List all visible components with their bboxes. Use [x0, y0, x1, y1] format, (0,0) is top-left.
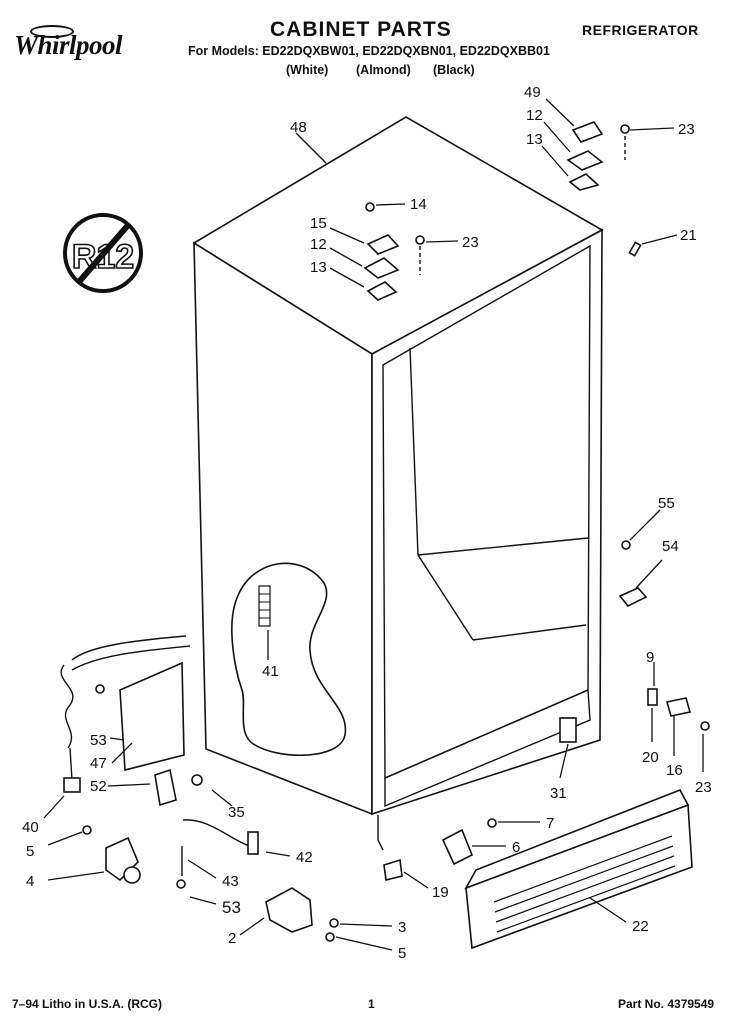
- callout-19: 19: [432, 884, 449, 901]
- upper-hinge-right: [566, 121, 642, 257]
- footer-page-number: 1: [368, 997, 375, 1011]
- callout-13-right: 13: [526, 131, 543, 148]
- page-title: CABINET PARTS: [270, 18, 452, 41]
- callout-2: 2: [228, 930, 236, 947]
- callout-49: 49: [524, 84, 541, 101]
- callout-7: 7: [546, 815, 554, 832]
- models-line: For Models: ED22DQXBW01, ED22DQXBN01, ED…: [188, 44, 550, 58]
- callout-15: 15: [310, 215, 327, 232]
- brand-logo-mark: [30, 25, 74, 38]
- callout-40: 40: [22, 819, 39, 836]
- callout-3: 3: [398, 919, 406, 936]
- callout-53-lower: 53: [222, 898, 241, 917]
- product-category: REFRIGERATOR: [582, 22, 699, 38]
- callout-12-right: 12: [526, 107, 543, 124]
- callout-13-left: 13: [310, 259, 327, 276]
- callout-9: 9: [646, 649, 654, 666]
- callout-21: 21: [680, 227, 697, 244]
- callout-20: 20: [642, 749, 659, 766]
- lower-center-parts: [377, 815, 497, 881]
- callout-42: 42: [296, 849, 313, 866]
- callout-5-right: 5: [398, 945, 406, 962]
- callout-55: 55: [658, 495, 675, 512]
- brand-logo: Whirlpool: [14, 30, 123, 60]
- footer-part-number: Part No. 4379549: [618, 997, 715, 1011]
- callout-48: 48: [290, 119, 307, 136]
- callout-23-right: 23: [695, 779, 712, 796]
- callout-54: 54: [662, 538, 679, 555]
- cabinet: [192, 116, 604, 816]
- callout-23-mid: 23: [462, 234, 479, 251]
- color-almond: (Almond): [356, 63, 411, 77]
- callout-6: 6: [512, 839, 520, 856]
- callout-53-upper: 53: [90, 732, 107, 749]
- callout-47: 47: [90, 755, 107, 772]
- callout-4: 4: [26, 873, 34, 890]
- callout-22: 22: [632, 918, 649, 935]
- callout-5-left: 5: [26, 843, 34, 860]
- callout-41: 41: [262, 663, 279, 680]
- callout-43: 43: [222, 873, 239, 890]
- callout-14: 14: [410, 196, 427, 213]
- callout-16: 16: [666, 762, 683, 779]
- no-r12-icon: R12: [63, 213, 143, 293]
- callout-52: 52: [90, 778, 107, 795]
- color-black: (Black): [433, 63, 475, 77]
- lower-left-parts: [60, 635, 339, 942]
- small-parts-right: [559, 540, 710, 743]
- callout-35: 35: [228, 804, 245, 821]
- callout-31: 31: [550, 785, 567, 802]
- upper-hinge-left: [363, 202, 425, 301]
- leader-lines: [43, 98, 704, 951]
- color-white: (White): [286, 63, 329, 77]
- callout-23-top: 23: [678, 121, 695, 138]
- footer-litho: 7–94 Litho in U.S.A. (RCG): [12, 997, 163, 1011]
- callout-12-left: 12: [310, 236, 327, 253]
- base-grille: [464, 788, 693, 950]
